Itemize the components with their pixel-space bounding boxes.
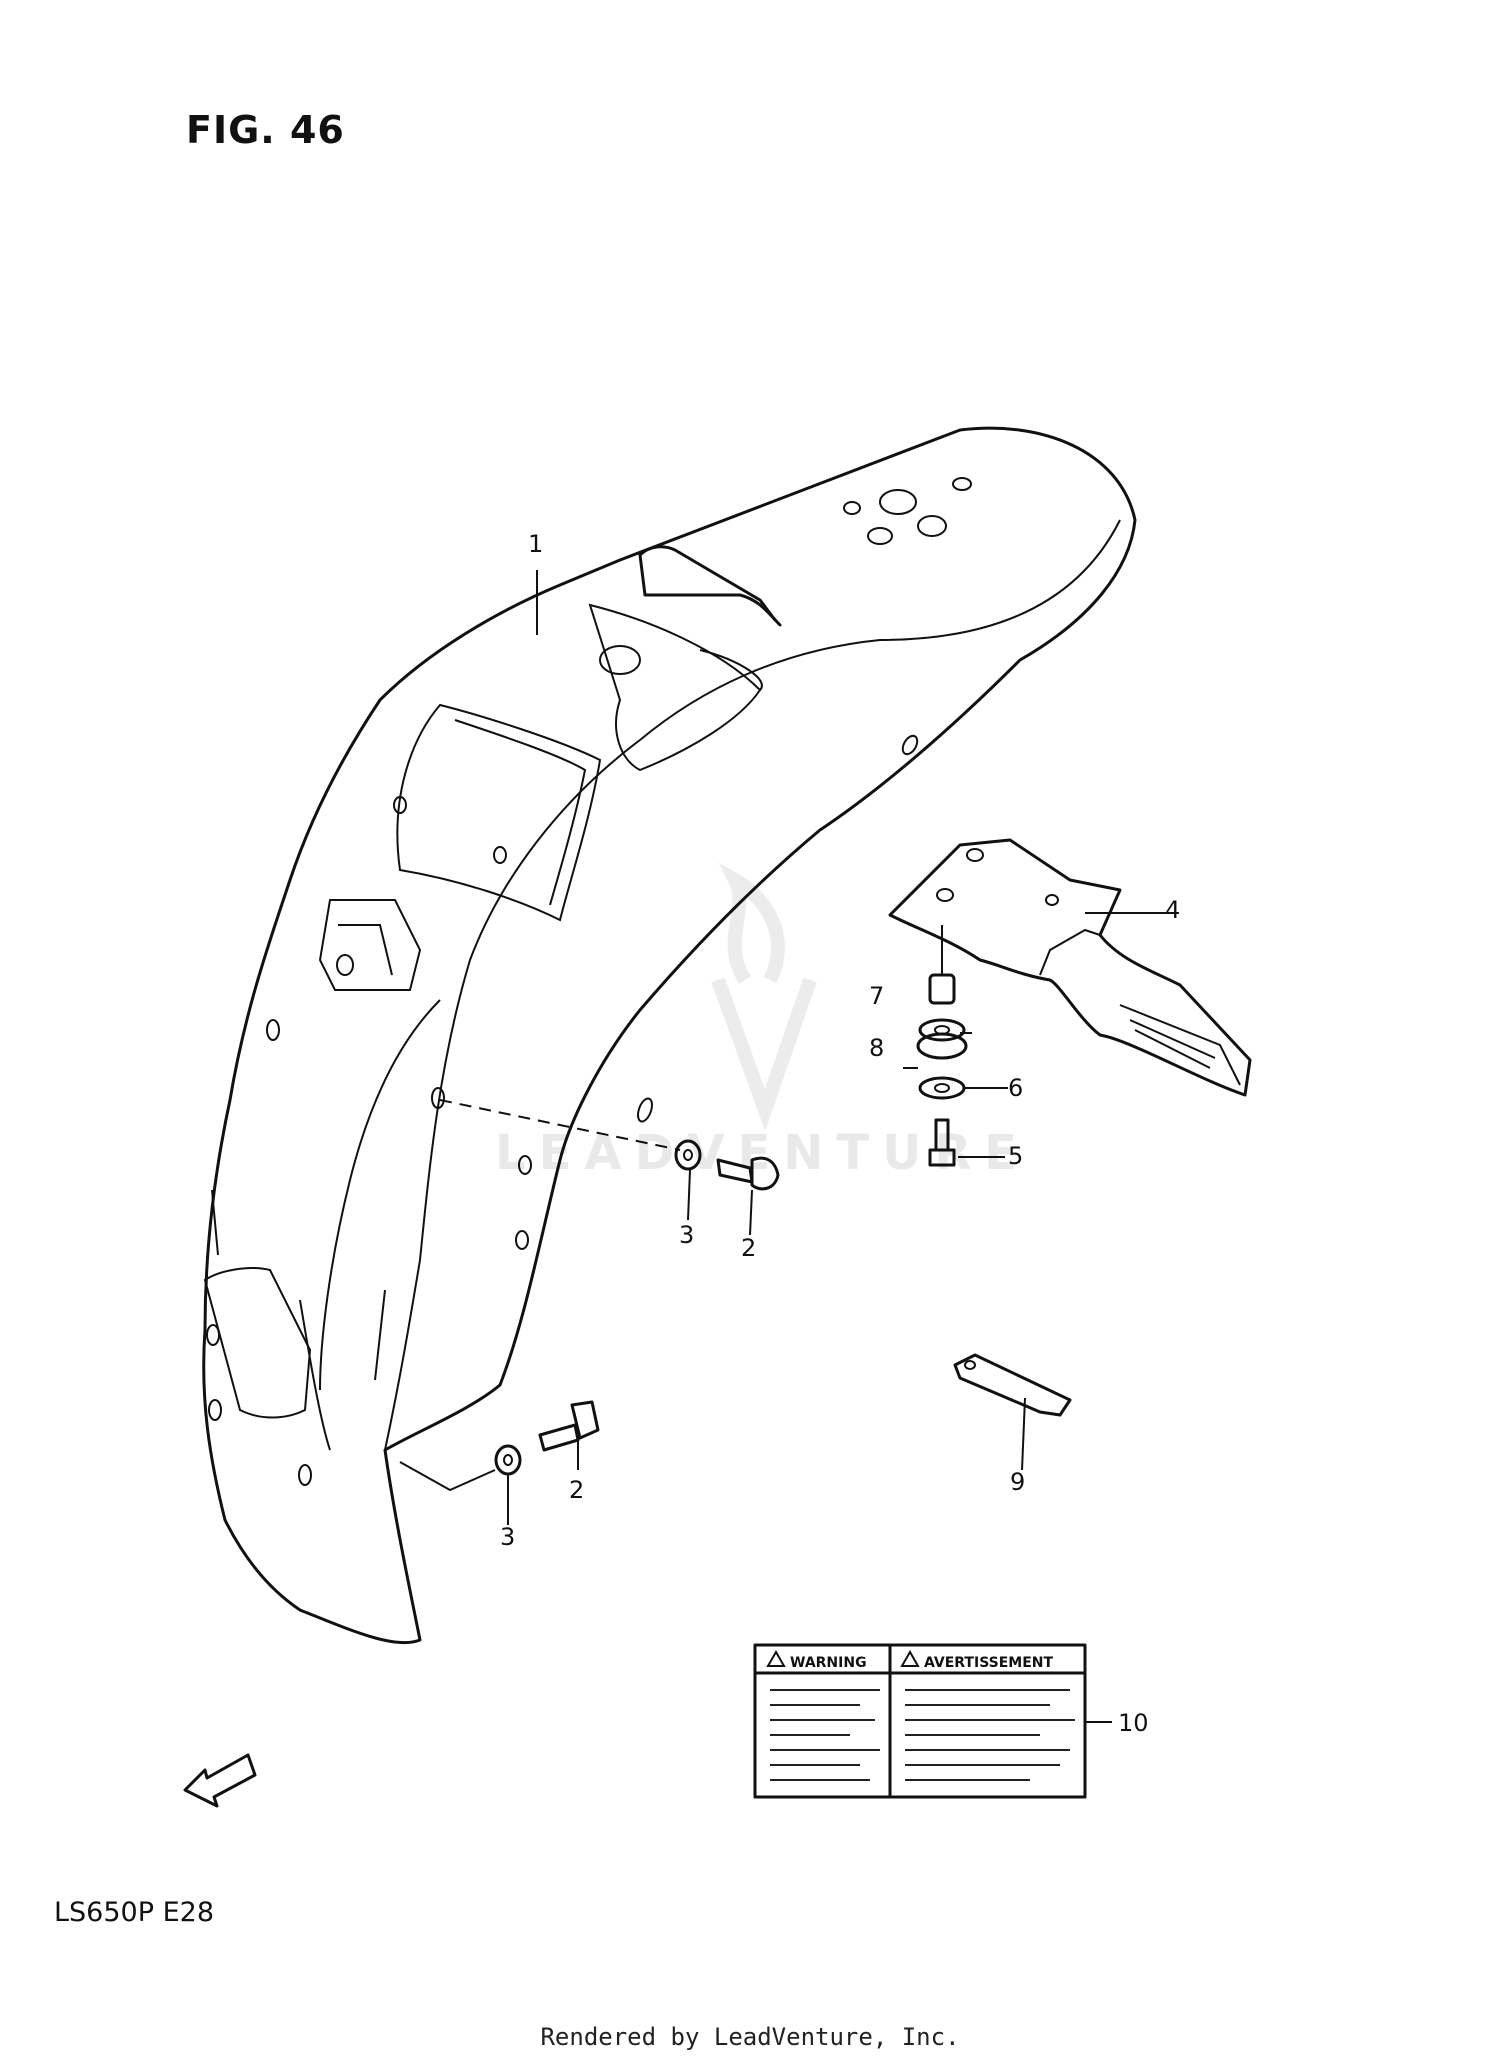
collar-7 — [928, 925, 956, 1005]
callout-2-upper: 2 — [741, 1234, 756, 1262]
bolt-2-lower — [494, 1400, 600, 1476]
bolt-5 — [928, 1118, 956, 1167]
callout-10: 10 — [1118, 1709, 1149, 1737]
callout-5: 5 — [1008, 1142, 1023, 1170]
rear-fender — [202, 426, 1137, 1645]
callout-3-lower: 3 — [500, 1523, 515, 1551]
warning-triangle-icon — [900, 1649, 920, 1667]
callout-8: 8 — [869, 1034, 884, 1062]
leader-lines — [507, 570, 1170, 1723]
callout-6: 6 — [1008, 1074, 1023, 1102]
warning-label-left-header: WARNING — [790, 1655, 867, 1671]
model-code: LS650P E28 — [54, 1897, 214, 1928]
warning-triangle-icon — [766, 1649, 786, 1667]
watermark-logo — [711, 862, 817, 1131]
footer-credit: Rendered by LeadVenture, Inc. — [540, 2023, 960, 2051]
callout-7: 7 — [869, 982, 884, 1010]
warning-label: WARNING AVERTISSEMENT — [753, 1643, 1087, 1799]
fwd-label: FWD — [209, 1765, 249, 1796]
washer-6 — [918, 1076, 966, 1100]
figure-title: FIG. 46 — [186, 108, 345, 152]
clamp-9 — [953, 1353, 1072, 1471]
bolt-2-upper — [674, 1139, 780, 1191]
callout-1: 1 — [528, 530, 543, 558]
callout-9: 9 — [1010, 1468, 1025, 1496]
warning-label-right-header: AVERTISSEMENT — [924, 1655, 1054, 1671]
callout-4: 4 — [1165, 896, 1180, 924]
rear-bracket — [888, 838, 1252, 1097]
callout-2-lower: 2 — [569, 1476, 584, 1504]
callout-3-upper: 3 — [679, 1221, 694, 1249]
forward-arrow-icon: FWD — [183, 1753, 257, 1808]
grommet-8 — [916, 1018, 968, 1060]
